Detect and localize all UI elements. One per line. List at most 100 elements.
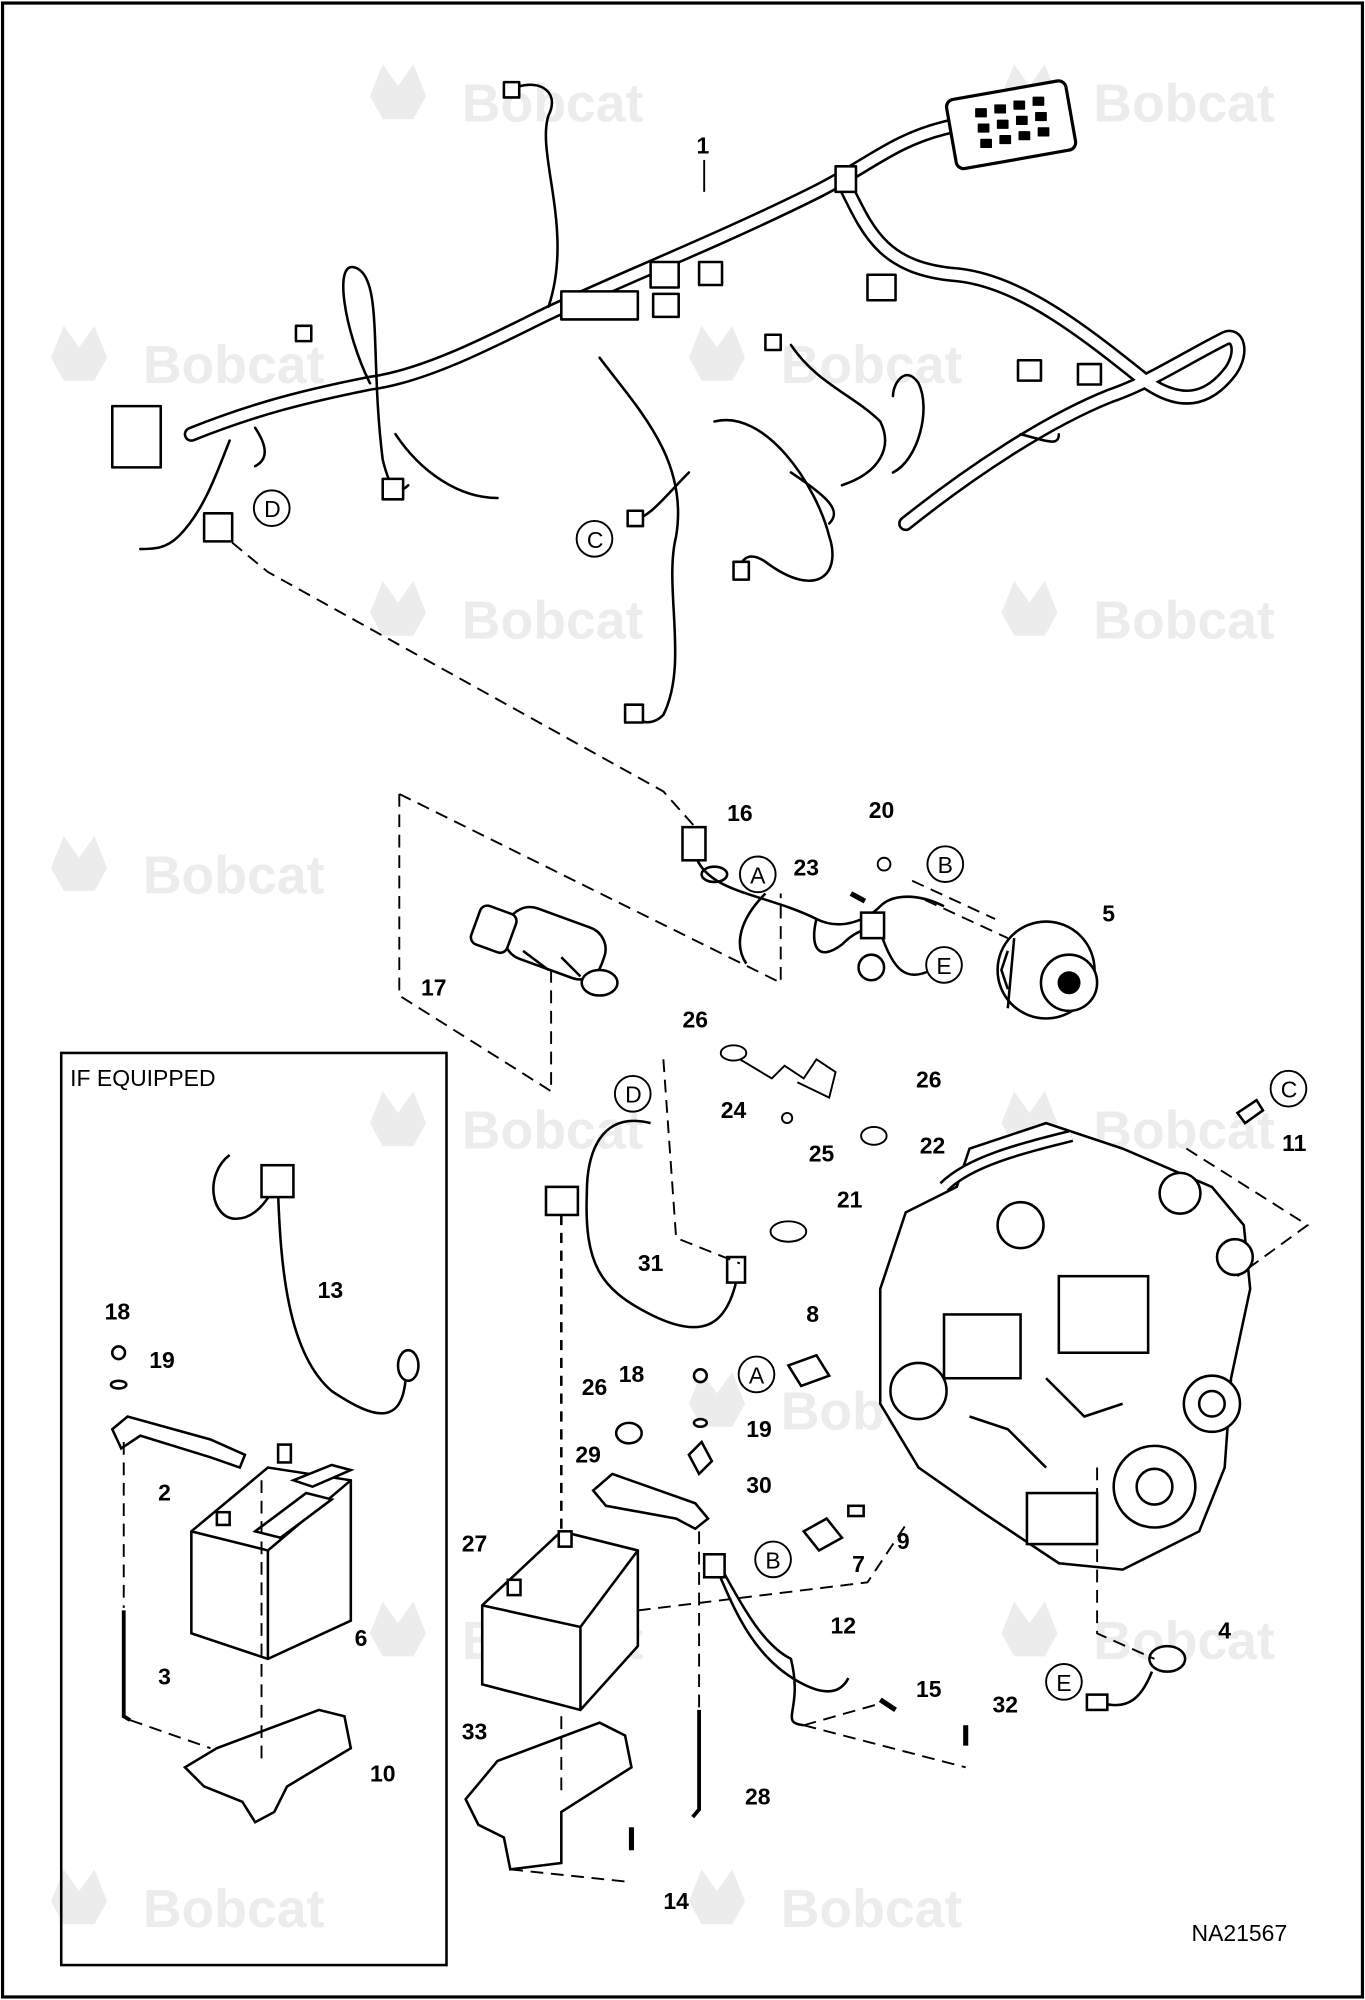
harness-connector: [697, 260, 724, 287]
battery-terminal: [276, 1443, 293, 1464]
crank-pulley-hub: [1135, 1467, 1174, 1506]
marker-label: A: [749, 1362, 765, 1388]
harness-connector: [110, 404, 163, 469]
bobcat-logo-icon: [1001, 1601, 1058, 1657]
harness-connector: [502, 80, 521, 99]
bobcat-logo-icon: [369, 1091, 427, 1147]
watermark-text: Bobcat: [781, 1880, 963, 1939]
marker-d-cable: D: [613, 1074, 652, 1113]
harness-connector: [626, 509, 645, 528]
drawing-number: NA21567: [1192, 1920, 1288, 1946]
callout-26: 26: [916, 1066, 942, 1092]
callout-7: 7: [852, 1551, 865, 1577]
engine-filter: [996, 1200, 1045, 1250]
marker-label: C: [587, 527, 604, 553]
starter-nose: [469, 904, 518, 955]
callout-31: 31: [638, 1250, 664, 1276]
nut-25: [781, 1111, 794, 1125]
starter-detail: [522, 949, 582, 978]
main-wiring-harness: [110, 79, 1246, 724]
harness-connector: [649, 260, 680, 289]
battery-terminal: [557, 1530, 573, 1548]
starter-solenoid: [580, 968, 619, 997]
harness-connector: [651, 292, 680, 319]
cable-wire: [212, 1153, 276, 1221]
callout-5: 5: [1102, 901, 1115, 927]
intake-manifold: [1057, 1274, 1150, 1355]
harness-wire: [253, 426, 266, 468]
harness-connector: [866, 273, 897, 302]
callout-25: 25: [809, 1140, 835, 1166]
fuel-pump: [942, 1313, 1022, 1380]
bolt-23: [849, 891, 867, 904]
battery-terminal: [215, 1510, 231, 1527]
callout-13: 13: [318, 1277, 344, 1303]
nut-20: [876, 856, 892, 872]
turbo-hose-core: [941, 1132, 1073, 1190]
marker-a-engine: A: [737, 1355, 776, 1394]
harness-wire: [342, 265, 410, 492]
callout-3: 3: [158, 1663, 171, 1689]
starter-motor: [469, 904, 619, 997]
marker-e-top: E: [925, 946, 963, 984]
sensor-7: [801, 1516, 844, 1553]
harness-connector: [732, 560, 751, 581]
marker-label: E: [1056, 1670, 1071, 1696]
callout-20: 20: [869, 797, 895, 823]
watermark-text: Bobcat: [143, 336, 325, 395]
watermark-3: Bobcat: [51, 325, 325, 395]
callout-18: 18: [105, 1299, 131, 1325]
cable-wire: [276, 1193, 407, 1415]
watermark-5: Bobcat: [369, 580, 644, 650]
alternator-hub: [1057, 971, 1081, 995]
cable-13: [212, 1153, 420, 1415]
bracket-24: [739, 1057, 837, 1099]
watermark-text: Bobcat: [1093, 75, 1275, 134]
callout-28: 28: [745, 1783, 771, 1809]
callout-22: 22: [920, 1133, 946, 1159]
marker-c-harness: C: [575, 520, 614, 558]
harness-connector: [681, 825, 707, 862]
sensors: [786, 1098, 1265, 1712]
rod-28: [691, 1709, 701, 1819]
leader-harness-to-16: [231, 541, 696, 828]
harness-connector: [1016, 358, 1043, 382]
leader-31: [662, 1059, 741, 1265]
fitting-9: [847, 1504, 865, 1518]
alternator-fins: [1000, 938, 1016, 1009]
callout-33: 33: [462, 1718, 488, 1744]
marker-b-engine: B: [754, 1540, 792, 1579]
fuse-relay-block: [944, 79, 1078, 171]
callout-18: 18: [619, 1361, 645, 1387]
cable-12: [702, 1553, 850, 1727]
callout-19: 19: [746, 1416, 772, 1442]
callout-8: 8: [806, 1301, 819, 1327]
callout-32: 32: [992, 1691, 1018, 1717]
watermark-text: Bobcat: [143, 846, 325, 905]
clamp-26: [860, 1125, 888, 1146]
harness-wire: [789, 471, 836, 525]
engine-pulley-hub: [1197, 1389, 1226, 1418]
cable-wire: [585, 1119, 739, 1329]
clamp-26: [719, 1044, 748, 1062]
callout-2: 2: [158, 1480, 171, 1506]
bobcat-logo-icon: [51, 1869, 108, 1925]
callout-14: 14: [663, 1888, 689, 1914]
watermark-8: Bobcat: [369, 1091, 643, 1161]
harness-connector-d: [202, 512, 234, 543]
callout-30: 30: [746, 1472, 772, 1498]
cable-terminal: [396, 1348, 420, 1383]
harness-connector: [381, 477, 405, 501]
callout-27: 27: [462, 1531, 488, 1557]
callout-4: 4: [1218, 1617, 1231, 1643]
sensor-8: [786, 1353, 832, 1388]
marker-b-top: B: [926, 845, 965, 883]
cable-terminal: [702, 1553, 726, 1579]
leader-sensor-4: [1096, 1467, 1155, 1660]
watermark-text: Bobcat: [462, 591, 644, 650]
bracket-30: [687, 1439, 714, 1477]
battery-6-caps: [252, 1463, 355, 1540]
leader-alternator: [924, 898, 1009, 939]
rod-3: [121, 1610, 132, 1722]
